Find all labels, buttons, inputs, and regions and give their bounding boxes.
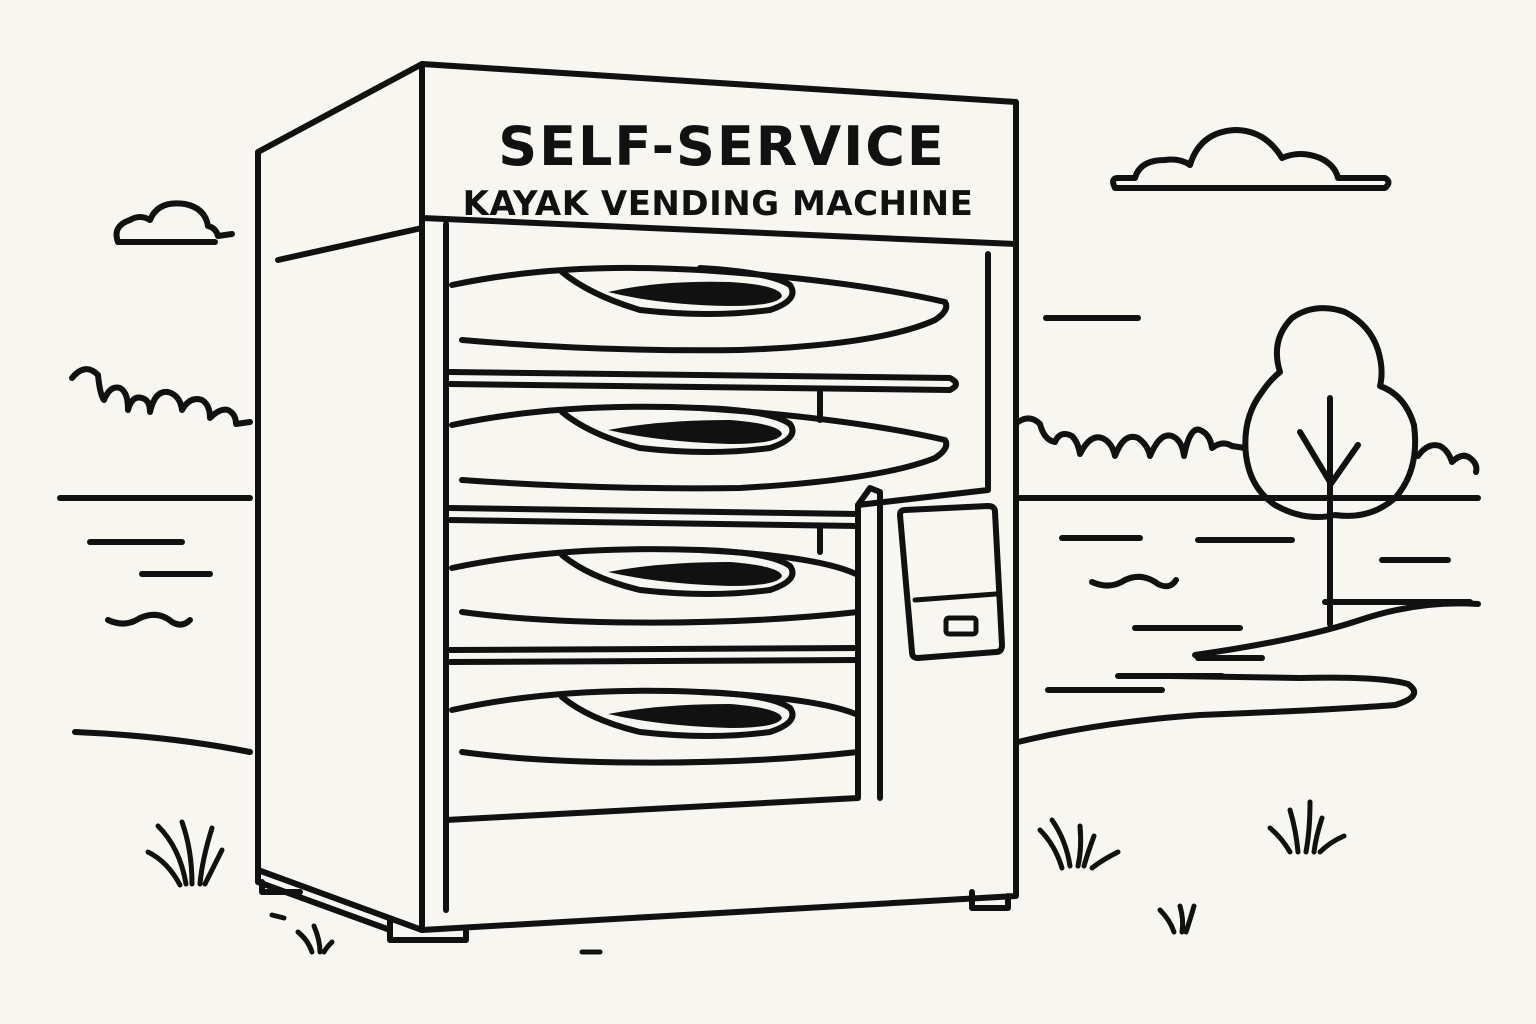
kayak-item: [449, 403, 950, 492]
vending-machine: SELF-SERVICE KAYAK VENDING MACHINE: [255, 61, 1019, 943]
kayak-stack: [449, 264, 950, 766]
sign-header: SELF-SERVICE KAYAK VENDING MACHINE: [419, 115, 1019, 247]
grass-tufts: [145, 799, 1347, 955]
sign-subtitle: KAYAK VENDING MACHINE: [463, 184, 974, 224]
display-window-frame: [443, 221, 991, 823]
card-slot-icon[interactable]: [943, 615, 979, 637]
background-right: [1015, 305, 1481, 745]
kayak-item: [449, 546, 861, 626]
sign-title: SELF-SERVICE: [498, 115, 946, 178]
shelves: [447, 369, 959, 665]
kayak-item: [449, 687, 861, 766]
payment-terminal[interactable]: [897, 503, 1005, 661]
machine-feet: [255, 867, 1011, 943]
cloud-right-icon: [1110, 127, 1392, 191]
machine-side-panel: [255, 61, 425, 933]
cloud-left-icon: [113, 200, 235, 245]
kayak-item: [449, 264, 950, 354]
background-left: [57, 366, 253, 755]
tree-icon: [1242, 305, 1419, 627]
